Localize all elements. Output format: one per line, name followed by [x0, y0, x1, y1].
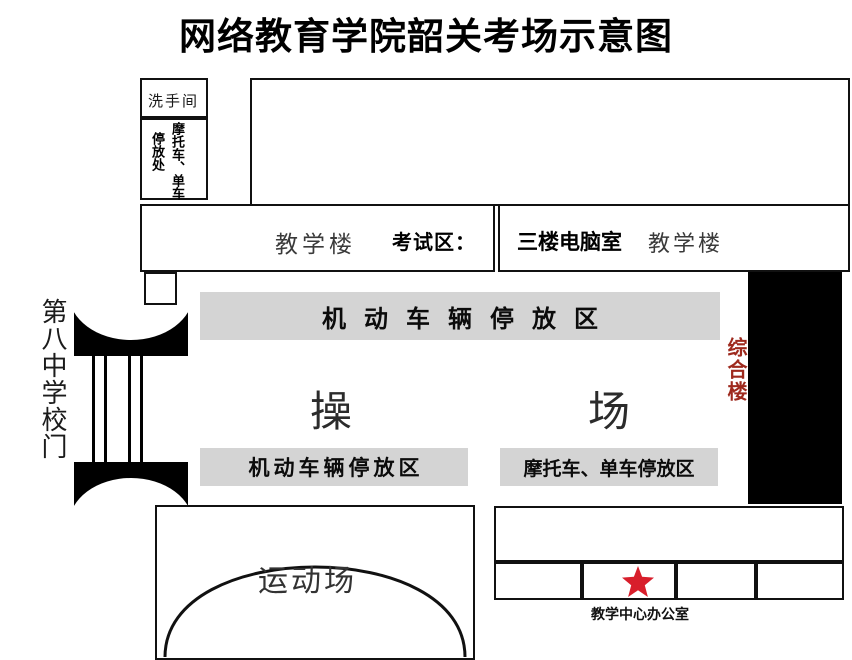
parking-band-bottom-right-label: 摩托车、单车停放区	[523, 457, 695, 480]
stairwell-stub-box	[144, 272, 177, 305]
exam-area-label: 考试区：	[392, 230, 476, 254]
upper-corridor-block	[250, 78, 850, 206]
office-cell-4	[756, 562, 844, 600]
office-cell-1	[494, 562, 582, 600]
gate-bottom-pillar-icon	[74, 462, 188, 510]
exam-room-label: 三楼电脑室	[517, 230, 622, 254]
gate-top-pillar-icon	[74, 308, 188, 356]
moto-bike-parking-label-line2: 停放处	[149, 132, 164, 171]
office-caption: 教学中心办公室	[591, 607, 689, 623]
gate-post-right	[140, 352, 143, 466]
school-gate-label: 第八中学校门	[37, 298, 67, 460]
parking-band-top: 机动车辆停放区	[200, 292, 720, 340]
solid-block-right	[748, 272, 842, 504]
teaching-building-right-label: 教学楼	[648, 232, 724, 257]
gate-post-left-inner	[104, 352, 107, 466]
star-marker-icon	[622, 566, 654, 597]
restroom-label: 洗手间	[148, 92, 200, 110]
sports-field-track-arc	[163, 565, 467, 658]
parking-band-top-label: 机动车辆停放区	[322, 304, 616, 333]
teaching-building-right-box	[498, 204, 850, 272]
sports-field-box	[155, 505, 475, 660]
parking-band-bottom-left: 机动车辆停放区	[200, 448, 468, 486]
gate-post-right-inner	[128, 352, 131, 466]
moto-bike-parking-label-line1: 摩托车、单车	[169, 122, 184, 200]
playground-label-char-1: 操	[310, 387, 353, 436]
page-title: 网络教育学院韶关考场示意图	[179, 15, 673, 58]
sports-field-label: 运动场	[258, 564, 357, 599]
teaching-building-left-label: 教学楼	[275, 232, 356, 258]
office-building-upper-block	[494, 506, 844, 562]
moto-bike-parking-box	[140, 118, 208, 200]
gate-post-left	[92, 352, 95, 466]
parking-band-bottom-left-label: 机动车辆停放区	[248, 456, 424, 480]
parking-band-bottom-right: 摩托车、单车停放区	[500, 448, 718, 486]
playground-label-char-2: 场	[588, 387, 631, 436]
teaching-building-left-box	[140, 204, 495, 272]
complex-building-label: 综合楼	[724, 337, 748, 403]
office-cell-3	[676, 562, 756, 600]
restroom-box	[140, 78, 208, 118]
